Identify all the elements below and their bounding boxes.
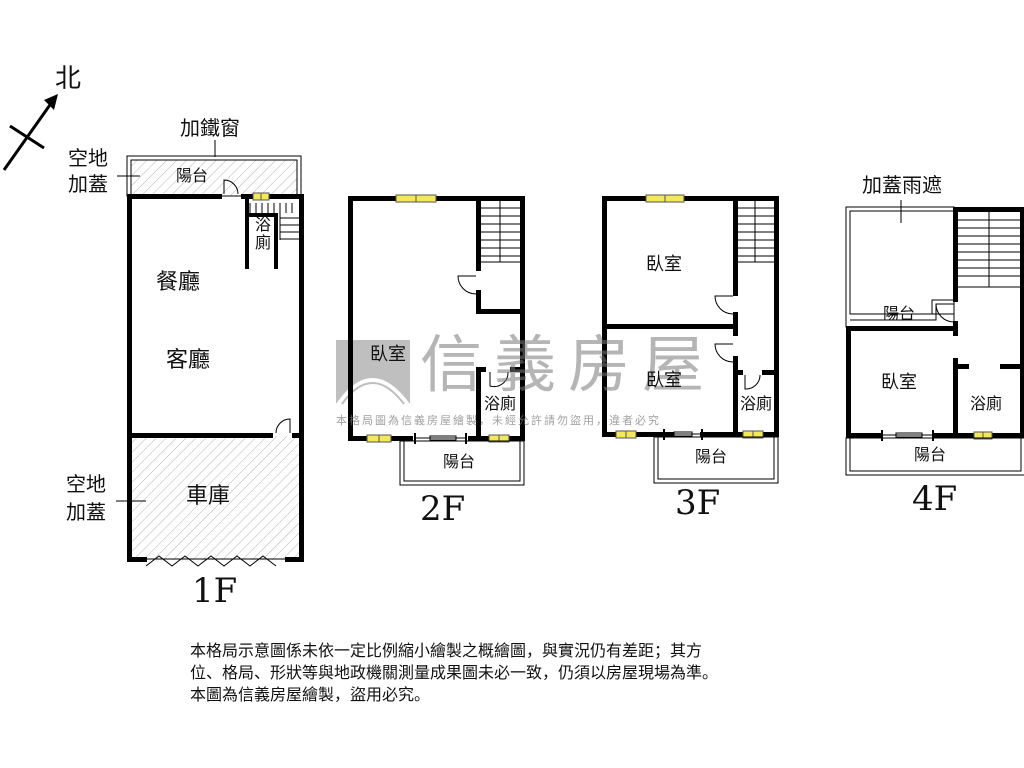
floor-1f	[116, 140, 304, 567]
floor-label-4f: 4F	[912, 479, 958, 519]
compass-label: 北	[55, 64, 82, 94]
f3-bedroom-1-label: 臥室	[646, 254, 682, 275]
floor-4f	[845, 200, 1024, 476]
f1-open-space-note-bottom-2: 加蓋	[66, 500, 106, 524]
f3-bath-label: 浴廁	[740, 394, 773, 413]
f4-bath-label: 浴廁	[970, 394, 1003, 413]
floor-label-2f: 2F	[420, 489, 466, 529]
f1-open-space-note-top-2: 加蓋	[68, 172, 108, 196]
disclaimer: 本格局示意圖係未依一定比例縮小繪製之概繪圖，與實況仍有差距；其方 位、格局、形狀…	[190, 640, 718, 706]
floor-2f	[348, 194, 525, 486]
f1-open-space-note-top-1: 空地	[68, 146, 108, 170]
floor-label-3f: 3F	[675, 483, 721, 523]
f1-garage-label: 車庫	[186, 484, 231, 509]
disclaimer-line-1: 本格局示意圖係未依一定比例縮小繪製之概繪圖，與實況仍有差距；其方	[190, 641, 703, 660]
f4-canopy-note: 加蓋雨遮	[862, 173, 942, 197]
f4-balcony-top-label: 陽台	[883, 304, 916, 323]
f1-open-space-note-bottom-1: 空地	[66, 472, 106, 496]
f4-balcony-bottom-label: 陽台	[914, 445, 947, 464]
north-arrow-icon	[2, 94, 58, 171]
watermark-notice: 本格局圖為信義房屋繪製，未經允許請勿盜用，違者必究	[336, 414, 661, 427]
floor-3f	[602, 194, 779, 484]
disclaimer-line-3: 本圖為信義房屋繪製，盜用必究。	[190, 685, 431, 704]
f2-balcony-label: 陽台	[443, 452, 476, 471]
f1-living-label: 客廳	[166, 348, 211, 373]
f1-iron-window-note: 加鐵窗	[180, 116, 240, 140]
f3-balcony-label: 陽台	[695, 447, 728, 466]
f1-balcony-label: 陽台	[176, 166, 209, 185]
f4-bedroom-label: 臥室	[881, 372, 917, 393]
f1-dining-label: 餐廳	[156, 270, 201, 295]
f2-bedroom-label: 臥室	[370, 344, 406, 365]
disclaimer-line-2: 位、格局、形狀等與地政機關測量成果圖未必一致，仍須以房屋現場為準。	[190, 663, 719, 682]
watermark-brand: 信義房屋	[420, 328, 717, 401]
floor-label-1f: 1F	[192, 571, 238, 611]
f2-bath-label: 浴廁	[484, 394, 517, 413]
f1-bath-label: 浴廁	[252, 216, 271, 252]
f3-bedroom-2-label: 臥室	[646, 370, 682, 391]
